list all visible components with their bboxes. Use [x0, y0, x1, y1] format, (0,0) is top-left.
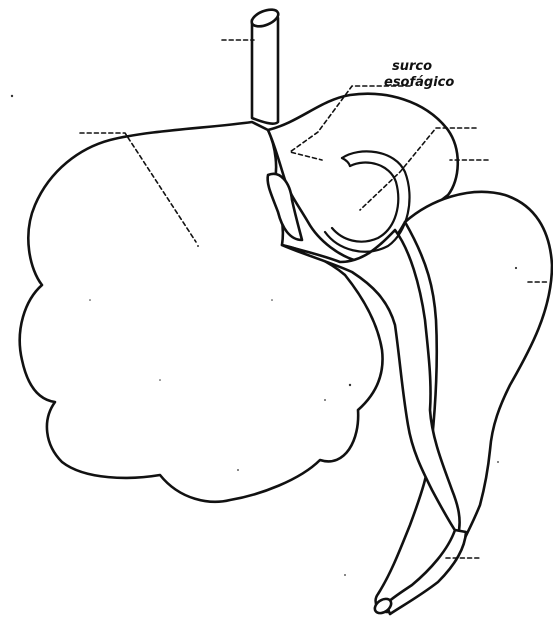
- groove-label-line2: esofágico: [384, 75, 454, 90]
- groove-label-line1: surco: [392, 59, 432, 74]
- esophagus-tube: [252, 18, 278, 124]
